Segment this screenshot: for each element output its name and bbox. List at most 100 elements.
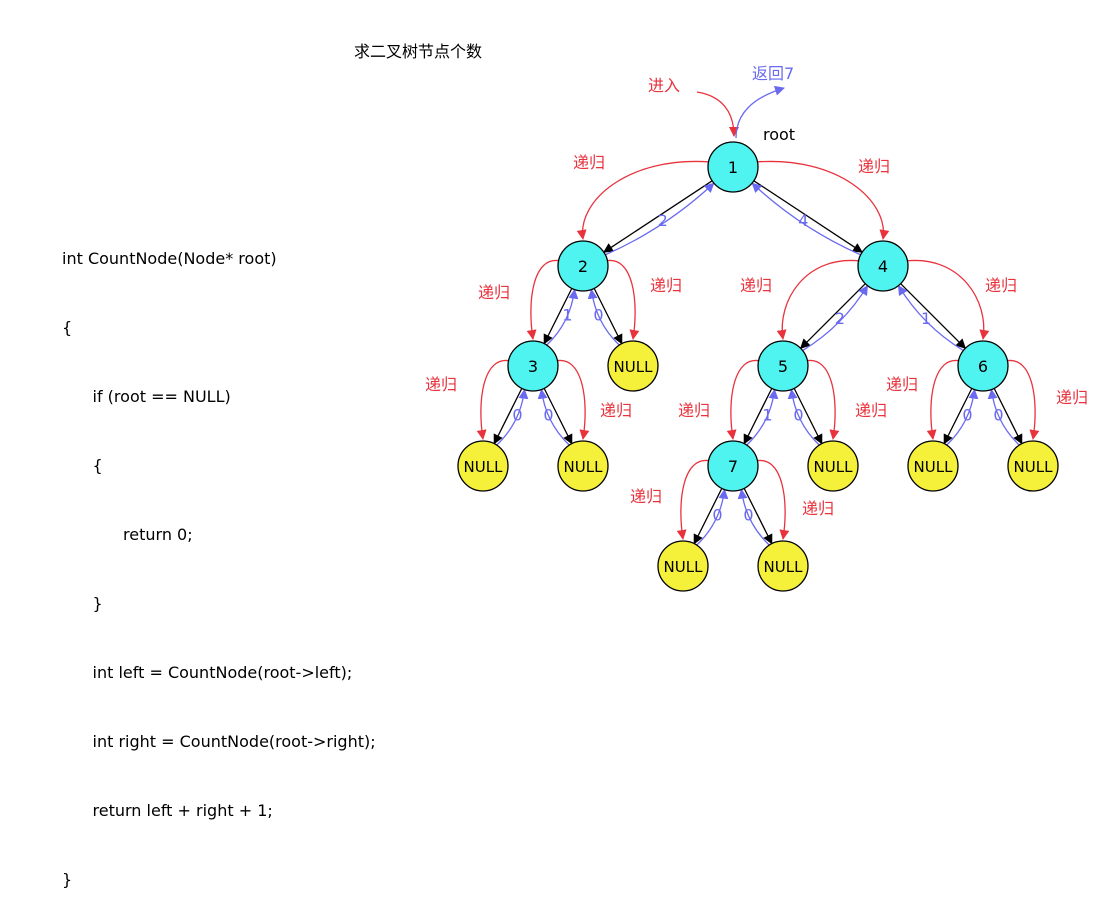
recursion-label: 递归 [573,153,605,172]
return-root-arrow [735,85,785,139]
enter-label: 进入 [648,76,680,95]
null-node-circle [757,540,809,592]
tree-node-label: 5 [778,357,788,376]
enter-arrow [696,91,739,137]
recursion-arrow [755,160,890,240]
tree-node-label: 3 [528,357,538,376]
recursion-label: 递归 [678,401,710,420]
tree-edge [603,180,713,253]
return-value-label: 0 [512,405,522,424]
recursion-arrow [1005,359,1040,440]
return-value-label: 0 [543,405,553,424]
null-node-circle [457,440,509,492]
null-node-circle [557,440,609,492]
return-arrow [696,488,729,546]
recursion-arrows: 递归递归递归递归递归递归递归递归递归递归递归递归递归递归 [425,153,1088,540]
tree-node-circle [507,340,559,392]
tree-node-circle [557,240,609,292]
recursion-label: 递归 [1056,388,1088,407]
recursion-arrow [726,359,761,440]
null-node-label: NULL [914,458,954,476]
recursion-arrow [576,160,711,240]
null-node-circle [1007,440,1059,492]
return-arrow [751,182,861,256]
return-arrow [605,182,715,256]
recursion-arrow [755,459,790,540]
recursion-label: 递归 [630,487,662,506]
code-line: int left = CountNode(root->left); [62,663,353,682]
null-node-circle [657,540,709,592]
tree-edges [493,180,1023,545]
return-value-label: 0 [743,505,753,524]
return-arrow [987,388,1020,446]
return-label: 返回7 [752,64,794,83]
recursion-arrow [676,459,711,540]
code-line: { [62,456,103,475]
tree-edge [943,388,973,445]
code-line: int right = CountNode(root->right); [62,732,376,751]
recursion-label: 递归 [650,276,682,295]
null-node-label: NULL [564,458,604,476]
recursion-label: 递归 [886,375,918,394]
recursion-label: 递归 [802,499,834,518]
return-value-label: 0 [793,405,803,424]
null-node-circle [607,340,659,392]
recursion-arrow [776,259,861,340]
null-node-label: NULL [664,558,704,576]
tree-node-circle [707,141,759,193]
null-node-label: NULL [1014,458,1054,476]
tree-edge [743,388,773,445]
tree-node-circle [707,440,759,492]
null-node-label: NULL [614,358,654,376]
return-arrow [802,284,868,351]
recursion-label: 递归 [478,283,510,302]
code-line: int CountNode(Node* root) [62,249,277,268]
tree-edge [543,388,573,445]
null-node-label: NULL [814,458,854,476]
tree-node-label: 1 [728,158,738,177]
return-arrow [546,288,579,346]
null-node-label: NULL [764,558,804,576]
return-value-label: 2 [835,309,845,328]
diagram-title: 求二叉树节点个数 [354,42,483,61]
tree-node-label: 4 [878,257,888,276]
return-value-label: 0 [962,405,972,424]
recursion-arrow [526,259,561,340]
recursion-arrow [805,359,840,440]
tree-edge [900,283,967,350]
return-arrow [737,488,770,546]
return-value-label: 0 [712,505,722,524]
code-line: return left + right + 1; [62,801,273,820]
recursion-arrow [555,359,590,440]
return-arrow [587,288,620,346]
return-arrow [787,388,820,446]
return-arrow [496,388,529,446]
tree-node-circle [757,340,809,392]
recursion-arrow [605,259,640,340]
recursion-label: 递归 [858,157,890,176]
tree-edge [493,388,523,445]
tree-edge [543,288,573,345]
return-value-label: 0 [993,405,1003,424]
null-node-circle [807,440,859,492]
recursion-label: 递归 [855,401,887,420]
recursion-arrow [926,359,961,440]
code-line: return 0; [62,525,193,544]
tree-edge [799,283,866,350]
tree-node-circle [957,340,1009,392]
tree-edge [693,488,723,545]
tree-edge [593,288,623,345]
tree-edge [753,180,863,253]
tree-node-circle [857,240,909,292]
return-value-label: 0 [593,305,603,324]
return-arrow [898,284,964,351]
return-arrow [537,388,570,446]
recursion-label: 递归 [740,276,772,295]
null-node-label: NULL [464,458,504,476]
recursion-arrow [476,359,511,440]
tree-edge [993,388,1023,445]
recursion-arrow [905,259,990,340]
